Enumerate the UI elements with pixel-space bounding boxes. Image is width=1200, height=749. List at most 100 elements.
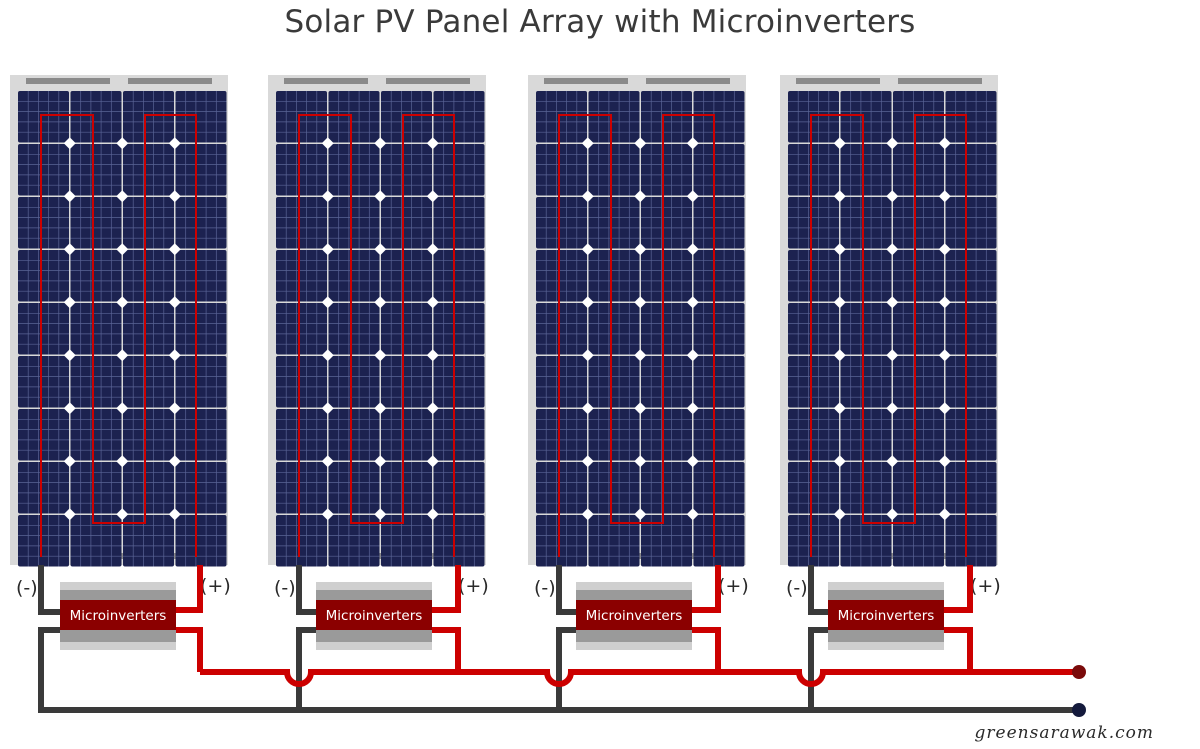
cell-corner-diamond xyxy=(321,243,334,256)
cell-corner-diamond xyxy=(833,190,846,203)
cell-corner-diamond xyxy=(426,137,439,150)
cell-corner-diamond xyxy=(634,296,647,309)
positive-lead-wire xyxy=(176,565,203,613)
solar-cell xyxy=(123,197,174,249)
diagram-title: Solar PV Panel Array with Microinverters xyxy=(284,4,916,40)
positive-bus-terminal xyxy=(1072,665,1086,679)
cell-corner-diamond xyxy=(886,349,899,362)
solar-cell xyxy=(641,250,692,302)
cell-corner-diamond xyxy=(686,296,699,309)
microinverter: Microinverters xyxy=(828,582,944,650)
cell-corner-diamond xyxy=(938,243,951,256)
solar-cell xyxy=(840,303,892,355)
cell-corner-diamond xyxy=(886,508,899,521)
cell-corner-diamond xyxy=(581,402,594,415)
solar-cell xyxy=(588,515,640,567)
solar-cell xyxy=(641,91,692,143)
cell-corner-diamond xyxy=(116,296,129,309)
negative-lead-wire xyxy=(556,565,576,615)
solar-cell xyxy=(18,356,69,408)
solar-panel: (-)(+) xyxy=(528,75,749,599)
cell-corner-diamond xyxy=(833,455,846,468)
solar-cell xyxy=(123,409,174,461)
solar-cell xyxy=(175,91,227,143)
solar-cell xyxy=(175,197,227,249)
negative-terminal-label: (-) xyxy=(274,577,296,599)
solar-cell xyxy=(693,462,745,514)
cell-corner-diamond xyxy=(938,402,951,415)
solar-cell xyxy=(693,356,745,408)
cell-corner-diamond xyxy=(686,243,699,256)
solar-cell xyxy=(328,515,380,567)
inverter-label: Microinverters xyxy=(586,608,683,624)
cell-corner-diamond xyxy=(581,508,594,521)
solar-cell xyxy=(123,462,174,514)
solar-cell xyxy=(693,515,745,567)
solar-panel: (-)(+) xyxy=(268,75,489,599)
cell-corner-diamond xyxy=(833,402,846,415)
cell-corner-diamond xyxy=(374,349,387,362)
solar-cell xyxy=(536,356,587,408)
solar-cell xyxy=(536,303,587,355)
internal-string-wire xyxy=(558,114,715,557)
solar-cell xyxy=(641,303,692,355)
solar-cell xyxy=(893,250,944,302)
cell-corner-diamond xyxy=(634,455,647,468)
cell-corner-diamond xyxy=(833,296,846,309)
cell-corner-diamond xyxy=(168,137,181,150)
cell-corner-diamond xyxy=(321,402,334,415)
cell-corner-diamond xyxy=(374,455,387,468)
wires-layer xyxy=(38,565,1086,717)
solar-cell xyxy=(276,356,327,408)
solar-cell xyxy=(641,462,692,514)
cell-corner-diamond xyxy=(321,508,334,521)
cell-corner-diamond xyxy=(686,402,699,415)
mounting-clip xyxy=(544,78,628,84)
microinverter: Microinverters xyxy=(60,582,176,650)
solar-cell xyxy=(788,356,839,408)
solar-cell xyxy=(588,462,640,514)
mounting-clip xyxy=(898,78,982,84)
positive-lead-wire xyxy=(692,565,721,613)
solar-cell xyxy=(175,250,227,302)
solar-cell xyxy=(70,144,122,196)
solar-cell xyxy=(588,250,640,302)
solar-cell xyxy=(945,356,997,408)
solar-cell xyxy=(893,91,944,143)
solar-cell xyxy=(641,515,692,567)
cell-corner-diamond xyxy=(374,243,387,256)
solar-cell xyxy=(893,356,944,408)
solar-cell xyxy=(276,462,327,514)
solar-cell xyxy=(945,409,997,461)
cell-corner-diamond xyxy=(321,455,334,468)
solar-cell xyxy=(893,409,944,461)
cell-grid xyxy=(536,91,745,567)
cell-corner-diamond xyxy=(938,455,951,468)
cell-corner-diamond xyxy=(168,243,181,256)
cell-corner-diamond xyxy=(634,349,647,362)
solar-cell xyxy=(328,303,380,355)
solar-cell xyxy=(893,462,944,514)
solar-cell xyxy=(840,197,892,249)
solar-cell xyxy=(123,91,174,143)
cell-corner-diamond xyxy=(63,137,76,150)
mounting-clip xyxy=(796,78,880,84)
mounting-clip xyxy=(26,78,110,84)
positive-lead-wire xyxy=(432,565,461,613)
solar-cell xyxy=(175,144,227,196)
cell-corner-diamond xyxy=(374,508,387,521)
cell-corner-diamond xyxy=(426,455,439,468)
watermark: greensarawak.com xyxy=(974,723,1154,743)
solar-cell xyxy=(588,409,640,461)
cell-corner-diamond xyxy=(634,402,647,415)
solar-cell xyxy=(276,250,327,302)
cell-corner-diamond xyxy=(321,296,334,309)
cell-corner-diamond xyxy=(426,296,439,309)
solar-cell xyxy=(70,303,122,355)
solar-cell xyxy=(788,91,839,143)
solar-cell xyxy=(18,197,69,249)
solar-cell xyxy=(433,356,485,408)
cell-corner-diamond xyxy=(886,402,899,415)
mounting-clip xyxy=(386,78,470,84)
solar-cell xyxy=(536,462,587,514)
